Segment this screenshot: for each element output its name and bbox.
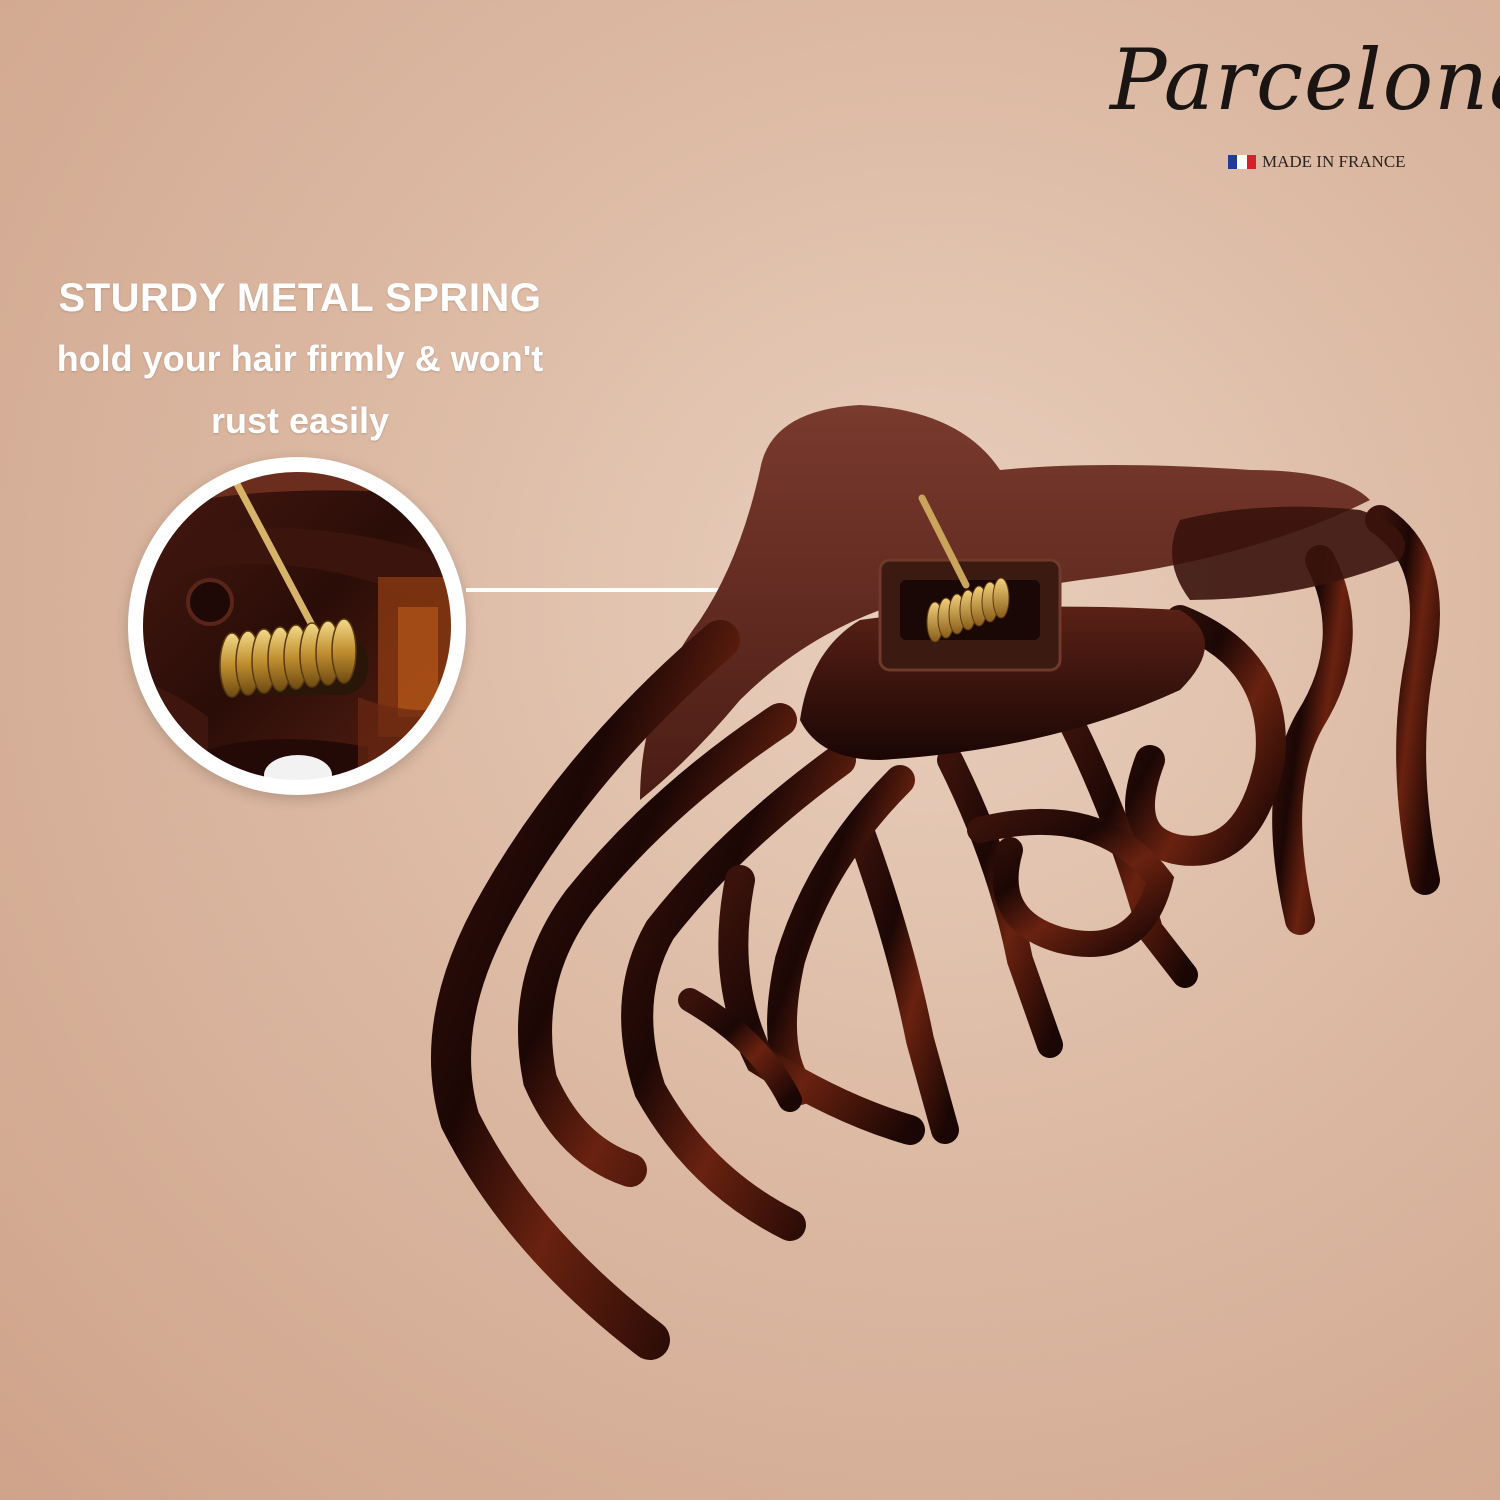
brand-logo: Parcelona MADE IN FRANCE — [1110, 20, 1500, 171]
feature-description-line-1: hold your hair firmly & won't — [56, 338, 544, 379]
clip-back-teeth — [846, 505, 1440, 1144]
clip-right-handle — [1172, 506, 1405, 600]
france-flag-icon — [1228, 155, 1256, 169]
spring-closeup-circle — [128, 457, 466, 795]
brand-tagline: MADE IN FRANCE — [1262, 152, 1406, 171]
spring-closeup-illustration — [137, 466, 457, 786]
feature-caption: STURDY METAL SPRING hold your hair firml… — [20, 272, 580, 452]
spring-coil — [218, 618, 368, 698]
made-in-france-label: MADE IN FRANCE — [1228, 152, 1406, 172]
feature-description: hold your hair firmly & won't rust easil… — [20, 328, 580, 452]
brand-logo-wordmark: Parcelona — [1110, 31, 1500, 129]
feature-description-line-2: rust easily — [210, 400, 390, 441]
callout-connector-line — [466, 588, 964, 592]
clip-top-dome — [640, 405, 1370, 800]
feature-title: STURDY METAL SPRING — [58, 276, 542, 320]
clip-spring-hinge — [878, 494, 1062, 672]
clip-left-arms — [431, 620, 925, 1360]
